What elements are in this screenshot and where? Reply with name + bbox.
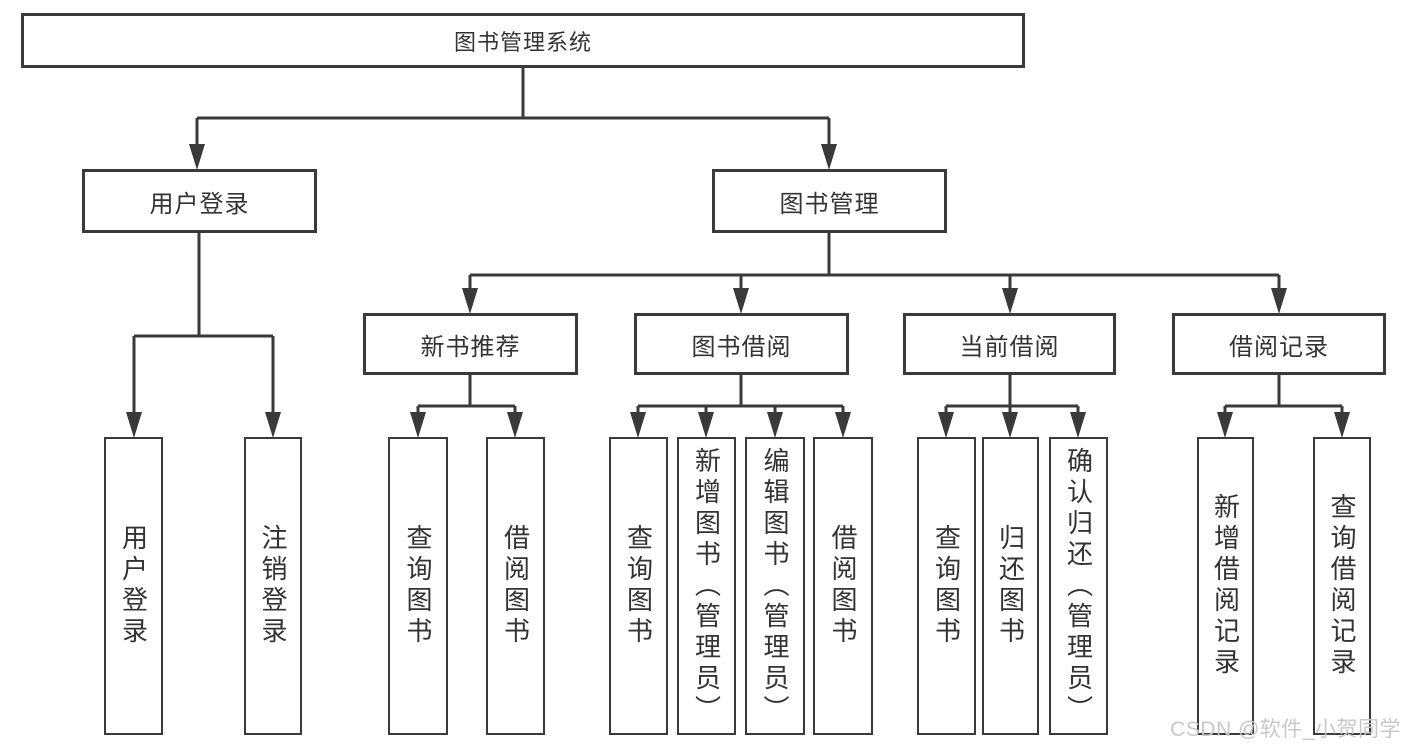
- node-label: 图书管理: [779, 190, 880, 218]
- node-label: 图书管理系统: [453, 29, 592, 55]
- node-leaf-add-borrow-record: 新增借阅记录: [1197, 437, 1254, 735]
- node-leaf-edit-books-admin: 编辑图书（管理员）: [745, 437, 805, 735]
- node-label: 图书借阅: [691, 333, 792, 361]
- node-label: 借阅图书: [828, 524, 858, 648]
- node-label: 新增图书（管理员）: [691, 446, 722, 726]
- node-leaf-borrow-books-recommend: 借阅图书: [486, 437, 545, 735]
- node-label: 确认归还（管理员）: [1063, 446, 1094, 726]
- node-label: 用户登录: [118, 524, 149, 648]
- node-leaf-logout-login: 注销登录: [244, 437, 302, 735]
- node-label: 新增借阅记录: [1210, 493, 1241, 679]
- node-label: 查询图书: [403, 524, 433, 648]
- node-leaf-query-books-recommend: 查询图书: [388, 437, 448, 735]
- node-leaf-add-books-admin: 新增图书（管理员）: [677, 437, 736, 735]
- node-leaf-query-borrow-record: 查询借阅记录: [1313, 437, 1371, 735]
- node-library-system: 图书管理系统: [21, 13, 1025, 68]
- node-book-borrowing: 图书借阅: [634, 313, 849, 375]
- watermark: CSDN @软件_小贺同学: [1170, 718, 1401, 741]
- node-borrowing-records: 借阅记录: [1172, 313, 1386, 375]
- node-label: 归还图书: [995, 524, 1026, 648]
- node-label: 查询图书: [623, 524, 654, 648]
- node-label: 借阅记录: [1229, 333, 1329, 361]
- node-book-management: 图书管理: [712, 169, 947, 233]
- node-user-login: 用户登录: [82, 169, 317, 233]
- node-label: 借阅图书: [500, 524, 531, 648]
- node-leaf-confirm-return-admin: 确认归还（管理员）: [1049, 437, 1108, 735]
- node-current-borrowing: 当前借阅: [903, 313, 1116, 375]
- node-label: 注销登录: [258, 524, 288, 648]
- node-leaf-return-books: 归还图书: [982, 437, 1039, 735]
- node-new-book-recommend: 新书推荐: [363, 313, 578, 375]
- node-label: 查询借阅记录: [1327, 493, 1357, 679]
- node-leaf-borrow-books: 借阅图书: [813, 437, 873, 735]
- node-label: 用户登录: [149, 190, 250, 218]
- node-leaf-user-login: 用户登录: [104, 437, 163, 735]
- node-label: 当前借阅: [959, 333, 1060, 361]
- node-label: 编辑图书（管理员）: [760, 446, 790, 726]
- node-leaf-query-books-current: 查询图书: [917, 437, 976, 735]
- node-label: 查询图书: [931, 524, 962, 648]
- node-label: 新书推荐: [420, 333, 521, 361]
- node-leaf-query-books-borrowing: 查询图书: [609, 437, 668, 735]
